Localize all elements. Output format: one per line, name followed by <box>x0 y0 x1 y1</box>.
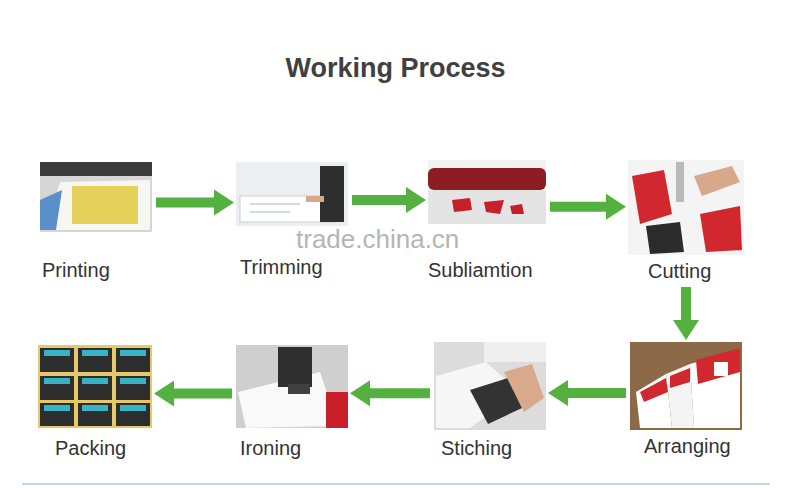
process-step: Printing <box>40 162 152 282</box>
step-photo <box>428 160 546 224</box>
flow-arrow <box>156 190 234 216</box>
divider-line <box>22 484 770 485</box>
process-step: Packing <box>38 345 152 460</box>
flow-arrow <box>154 381 232 407</box>
step-photo <box>236 345 348 428</box>
step-label: Printing <box>42 258 110 282</box>
step-photo <box>236 162 348 226</box>
process-step: Subliamtion <box>428 160 546 282</box>
step-photo <box>434 342 546 430</box>
diagram-title: Working Process <box>0 52 791 84</box>
flow-arrow <box>352 187 426 213</box>
step-label: Cutting <box>648 259 711 283</box>
step-label: Subliamtion <box>428 258 533 282</box>
flow-arrow <box>673 287 699 340</box>
flow-arrow <box>350 380 430 406</box>
process-step: Trimming <box>236 162 348 279</box>
step-photo <box>628 160 744 255</box>
process-step: Stiching <box>434 342 546 460</box>
process-step: Arranging <box>630 342 742 458</box>
process-step: Cutting <box>628 160 744 283</box>
watermark: trade.china.cn <box>296 224 459 254</box>
step-label: Stiching <box>441 436 512 460</box>
step-label: Ironing <box>240 436 301 460</box>
step-label: Packing <box>55 436 126 460</box>
flow-arrow <box>548 380 626 406</box>
step-photo <box>38 345 152 428</box>
step-label: Arranging <box>644 434 731 458</box>
step-photo <box>40 162 152 232</box>
process-step: Ironing <box>236 345 348 460</box>
flow-arrow <box>550 194 626 220</box>
step-photo <box>630 342 742 430</box>
step-label: Trimming <box>240 255 323 279</box>
